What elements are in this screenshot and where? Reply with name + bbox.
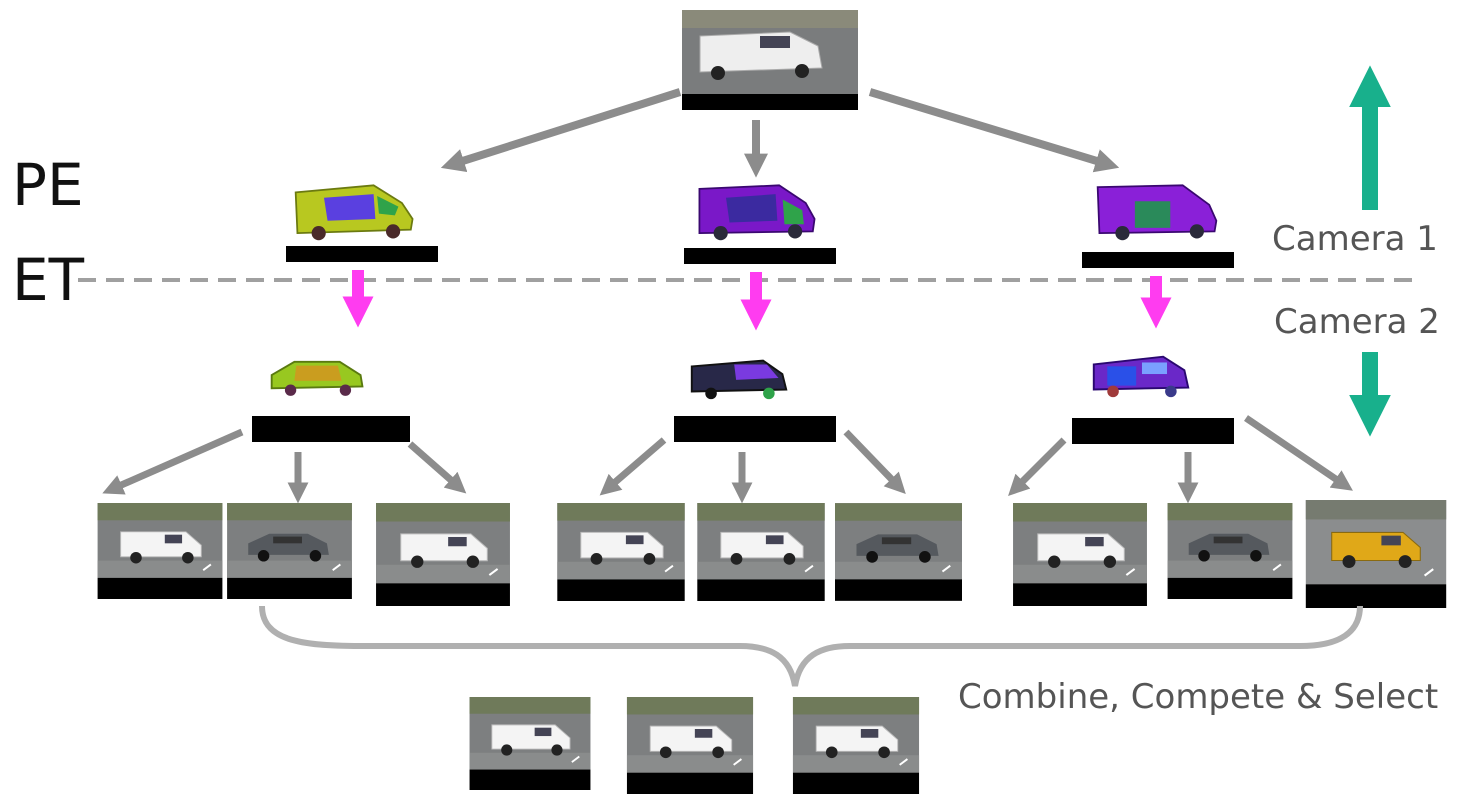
candidate-arrows bbox=[102, 415, 1353, 504]
white-van-photo-icon bbox=[696, 503, 826, 601]
arrow-input-to-pose-1 bbox=[440, 88, 682, 173]
camera-2-label: Camera 2 bbox=[1274, 302, 1440, 342]
combine-compete-select-label: Combine, Compete & Select bbox=[958, 677, 1438, 717]
white-van-photo-icon bbox=[699, 31, 823, 73]
final-results bbox=[468, 697, 921, 794]
white-van-photo-icon bbox=[96, 503, 224, 599]
pe-label: PE bbox=[12, 151, 84, 219]
arrow-input-to-pose-3 bbox=[868, 88, 1120, 173]
transferred-model-2 bbox=[674, 359, 836, 442]
candidate-group-1 bbox=[96, 503, 512, 606]
gray-car-photo-icon bbox=[1166, 503, 1294, 599]
gray-car-photo-icon bbox=[226, 503, 353, 599]
gray-car-photo-icon bbox=[835, 503, 962, 601]
transferred-model-3 bbox=[1072, 355, 1234, 444]
white-van-photo-icon bbox=[556, 503, 686, 601]
candidate-group-3 bbox=[1011, 500, 1448, 608]
input-image bbox=[682, 10, 858, 110]
candidate-group-2 bbox=[556, 503, 962, 601]
et-label: ET bbox=[12, 246, 85, 314]
pose-model-3 bbox=[1082, 184, 1234, 268]
transferred-model-1 bbox=[252, 360, 410, 442]
white-van-photo-icon bbox=[374, 503, 512, 606]
white-van-photo-icon bbox=[1011, 503, 1149, 606]
yellow-van-photo-icon bbox=[1304, 500, 1448, 608]
combine-brace bbox=[259, 605, 1363, 687]
camera-1-label: Camera 1 bbox=[1272, 219, 1438, 259]
pose-model-1 bbox=[286, 184, 438, 262]
white-van-photo-icon bbox=[625, 697, 755, 794]
pose-model-2 bbox=[684, 184, 836, 264]
white-van-photo-icon bbox=[791, 697, 921, 794]
white-van-photo-icon bbox=[468, 697, 592, 790]
